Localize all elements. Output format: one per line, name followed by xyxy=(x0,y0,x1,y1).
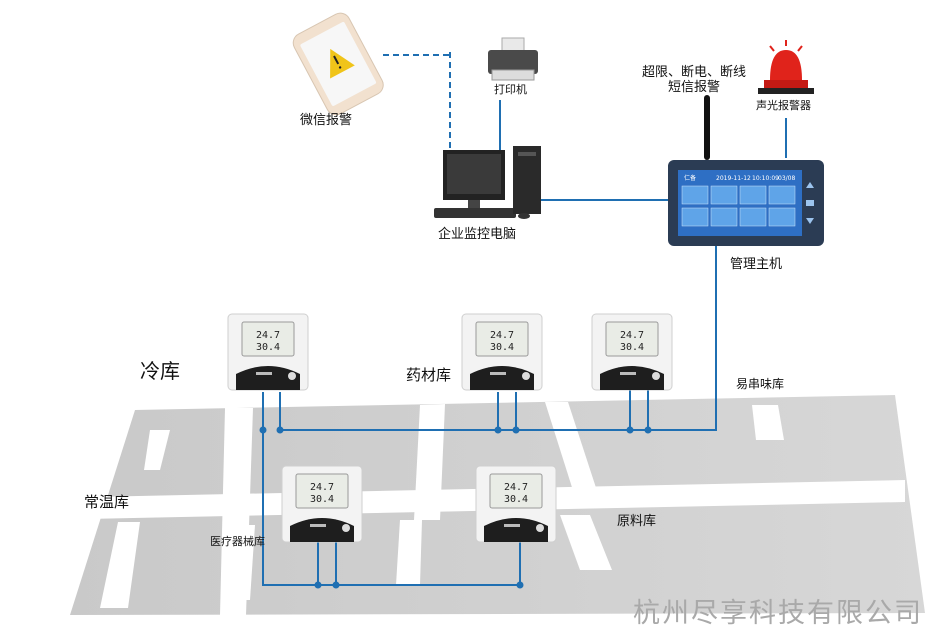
printer-icon xyxy=(488,37,538,81)
svg-text:10:10:09: 10:10:09 xyxy=(752,175,779,182)
printer-label: 打印机 xyxy=(494,83,527,96)
device-storage-label: 医疗器械库 xyxy=(210,535,265,548)
antenna-icon xyxy=(704,95,710,160)
computer-icon xyxy=(434,146,541,219)
wire-junctions xyxy=(259,426,652,589)
medicine-storage-label: 药材库 xyxy=(406,366,452,384)
normal-storage-label: 常温库 xyxy=(84,493,130,511)
cold-storage-label: 冷库 xyxy=(140,359,180,383)
sensor-cold-storage xyxy=(227,313,309,391)
phone-icon xyxy=(292,12,384,116)
sms-alarm-line1: 超限、断电、断线 xyxy=(641,65,746,80)
host-device: 仁备 2019-11-12 10:10:09 03/08 xyxy=(668,160,824,246)
enterprise-pc-label: 企业监控电脑 xyxy=(438,227,517,242)
svg-text:2019-11-12: 2019-11-12 xyxy=(716,175,751,182)
host-label: 管理主机 xyxy=(730,257,783,272)
sensor-odor-storage xyxy=(591,313,673,391)
sms-alarm-label: 超限、断电、断线 短信报警 xyxy=(622,65,766,96)
svg-text:03/08: 03/08 xyxy=(778,175,795,182)
network-wires xyxy=(262,52,787,586)
sound-light-alarm-label: 声光报警器 xyxy=(756,99,811,112)
sms-alarm-line2: 短信报警 xyxy=(667,79,720,95)
odor-storage-label: 易串味库 xyxy=(736,377,785,391)
company-watermark: 杭州尽享科技有限公司 xyxy=(633,598,923,629)
sensor-raw-material-storage xyxy=(475,465,557,543)
alarm-light-icon xyxy=(758,40,814,94)
sensor-medicine-storage xyxy=(461,313,543,391)
raw-material-storage-label: 原料库 xyxy=(617,514,657,529)
wechat-alarm-label: 微信报警 xyxy=(300,113,353,128)
sensor-device-storage xyxy=(281,465,363,543)
host-brand: 仁备 xyxy=(684,174,696,182)
